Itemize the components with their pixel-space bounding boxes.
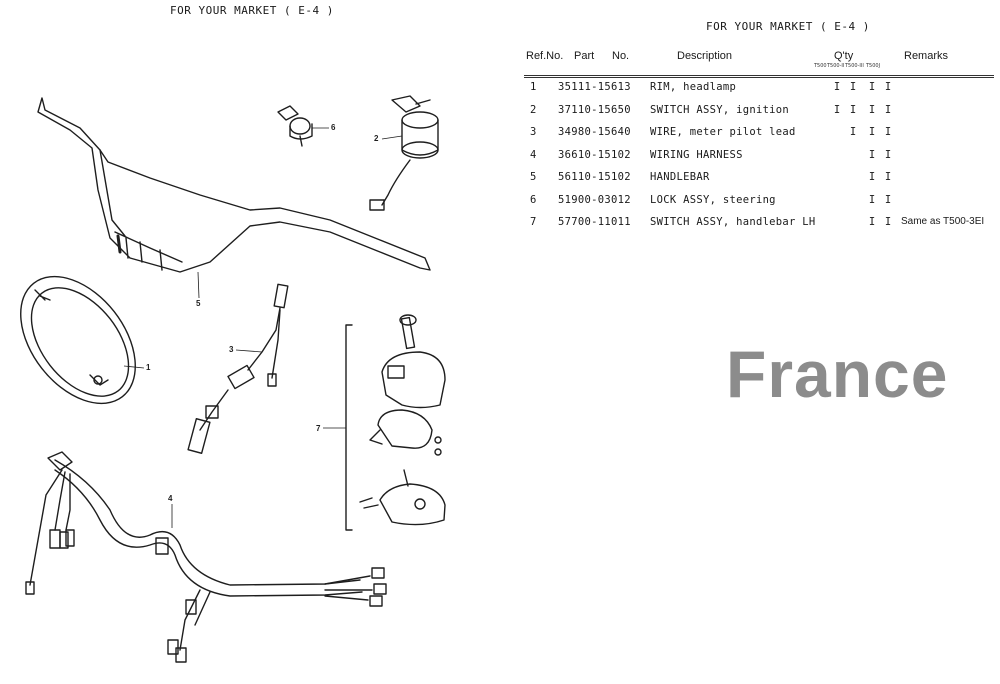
meter-pilot-lead-drawing xyxy=(187,283,289,454)
ref-number: 4 xyxy=(530,148,537,161)
ref-number: 1 xyxy=(530,81,537,93)
part-number: 51900-03012 xyxy=(558,193,631,206)
handlebar-drawing xyxy=(37,97,431,273)
callout-4: 4 xyxy=(168,494,173,503)
header-rule-bottom xyxy=(524,77,994,78)
qty-cell: I xyxy=(849,126,857,138)
part-number: 57700-11011 xyxy=(558,216,631,228)
qty-cell: I xyxy=(868,103,876,116)
qty-cell: I xyxy=(868,193,876,206)
part-description: HANDLEBAR xyxy=(650,171,710,183)
header-no: No. xyxy=(612,50,630,62)
qty-cell: I xyxy=(884,216,892,228)
part-description: RIM, headlamp xyxy=(650,81,737,93)
ref-number: 5 xyxy=(530,171,537,183)
part-description: SWITCH ASSY, handlebar LH xyxy=(650,216,816,228)
steering-lock-drawing xyxy=(277,105,313,147)
part-number: 56110-15102 xyxy=(558,171,631,183)
header-remarks: Remarks xyxy=(904,50,949,62)
header-ref: Ref.No. xyxy=(526,50,564,62)
part-number: 35111-15613 xyxy=(558,81,631,93)
part-number: 34980-15640 xyxy=(558,126,631,138)
callout-6: 6 xyxy=(331,123,336,132)
callout-7: 7 xyxy=(316,424,321,433)
part-number: 37110-15650 xyxy=(558,103,631,116)
handlebar-switch-drawing xyxy=(345,314,446,531)
qty-cell: I xyxy=(868,171,876,183)
qty-cell: I xyxy=(884,148,892,161)
qty-cell: I xyxy=(868,216,876,228)
qty-cell: I xyxy=(884,193,892,206)
page-title-right: FOR YOUR MARKET ( E-4 ) xyxy=(706,20,870,33)
parts-illustration: 1 2 3 4 5 6 7 xyxy=(20,95,446,663)
qty-cell: I xyxy=(833,81,841,93)
qty-sub-3: T500-III xyxy=(845,63,864,69)
ref-number: 6 xyxy=(530,193,537,206)
qty-cell: I xyxy=(868,81,876,93)
wiring-harness-drawing xyxy=(25,451,387,663)
qty-cell: I xyxy=(833,103,841,116)
qty-cell: I xyxy=(884,81,892,93)
qty-cell: I xyxy=(884,171,892,183)
headlamp-rim-drawing xyxy=(20,275,136,405)
ignition-switch-drawing xyxy=(369,95,439,211)
callout-1: 1 xyxy=(146,363,151,372)
header-description: Description xyxy=(677,50,733,62)
watermark-france: France xyxy=(726,337,949,411)
part-description: SWITCH ASSY, ignition xyxy=(650,103,790,116)
ref-number: 3 xyxy=(530,126,537,138)
qty-sub-1: T500 xyxy=(814,63,827,69)
ref-number: 2 xyxy=(530,103,537,116)
qty-cell: I xyxy=(884,103,892,116)
remarks-cell: Same as T500-3EI xyxy=(901,216,985,227)
callout-2: 2 xyxy=(374,134,379,143)
ref-number: 7 xyxy=(530,216,537,228)
part-number: 36610-15102 xyxy=(558,148,631,161)
part-description: WIRE, meter pilot lead xyxy=(650,126,796,138)
qty-cell: I xyxy=(849,103,857,116)
header-qty: Q'ty xyxy=(834,50,854,62)
qty-cell: I xyxy=(884,126,892,138)
qty-sub-4: T500J xyxy=(866,63,881,69)
qty-sub-2: T500-II xyxy=(827,63,845,69)
callout-3: 3 xyxy=(229,345,234,354)
qty-cell: I xyxy=(849,81,857,93)
qty-cell: I xyxy=(868,126,876,138)
callout-5: 5 xyxy=(196,299,201,308)
part-description: LOCK ASSY, steering xyxy=(650,193,776,206)
qty-cell: I xyxy=(868,148,876,161)
header-part: Part xyxy=(574,50,595,62)
page-title-left: FOR YOUR MARKET ( E-4 ) xyxy=(170,4,334,17)
header-rule-top xyxy=(524,75,994,76)
part-description: WIRING HARNESS xyxy=(650,148,743,161)
